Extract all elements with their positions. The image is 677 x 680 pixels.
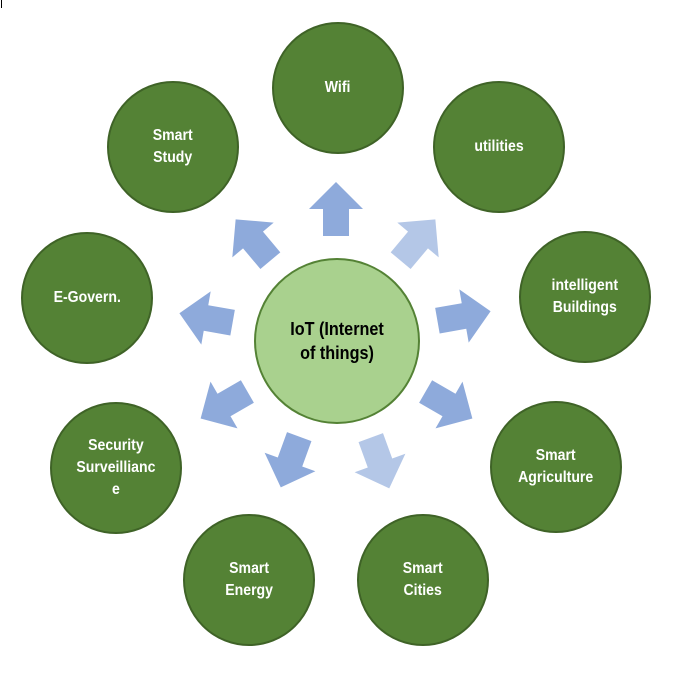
arrow-to-e-govern [179,291,235,345]
corner-tick [1,0,2,8]
node-label-smart-study: Smart Study [153,127,193,166]
center-node-iot: IoT (Internet of things) [254,258,420,424]
arrow-to-smart-study [232,219,281,270]
node-wifi: Wifi [272,22,404,154]
center-node-label: IoT (Internet of things) [290,319,384,363]
node-smart-agriculture: Smart Agriculture [490,401,622,533]
node-smart-energy: Smart Energy [183,514,315,646]
arrow-to-smart-agriculture [419,380,473,429]
node-label-smart-agriculture: Smart Agriculture [518,447,594,486]
node-label-wifi: Wifi [325,79,351,96]
arrow-to-utilities [390,219,439,270]
node-label-intelligent-buildings: intelligent Buildings [551,277,619,316]
arrow-to-smart-cities [354,433,406,489]
node-intelligent-buildings: intelligent Buildings [519,231,651,363]
node-label-smart-cities: Smart Cities [403,560,443,599]
arrow-to-security-surveillance [200,380,254,429]
arrow-to-intelligent-buildings [435,289,491,343]
node-label-utilities: utilities [474,138,524,155]
node-label-smart-energy: Smart Energy [225,560,273,599]
node-smart-cities: Smart Cities [357,514,489,646]
node-label-e-govern: E-Govern. [53,289,121,306]
arrow-to-smart-energy [264,432,316,488]
arrow-to-wifi [309,182,363,236]
node-e-govern: E-Govern. [21,232,153,364]
node-label-security-surveillance: Security Surveillianc e [76,437,156,498]
node-smart-study: Smart Study [107,81,239,213]
node-security-surveillance: Security Surveillianc e [50,402,182,534]
node-utilities: utilities [433,81,565,213]
